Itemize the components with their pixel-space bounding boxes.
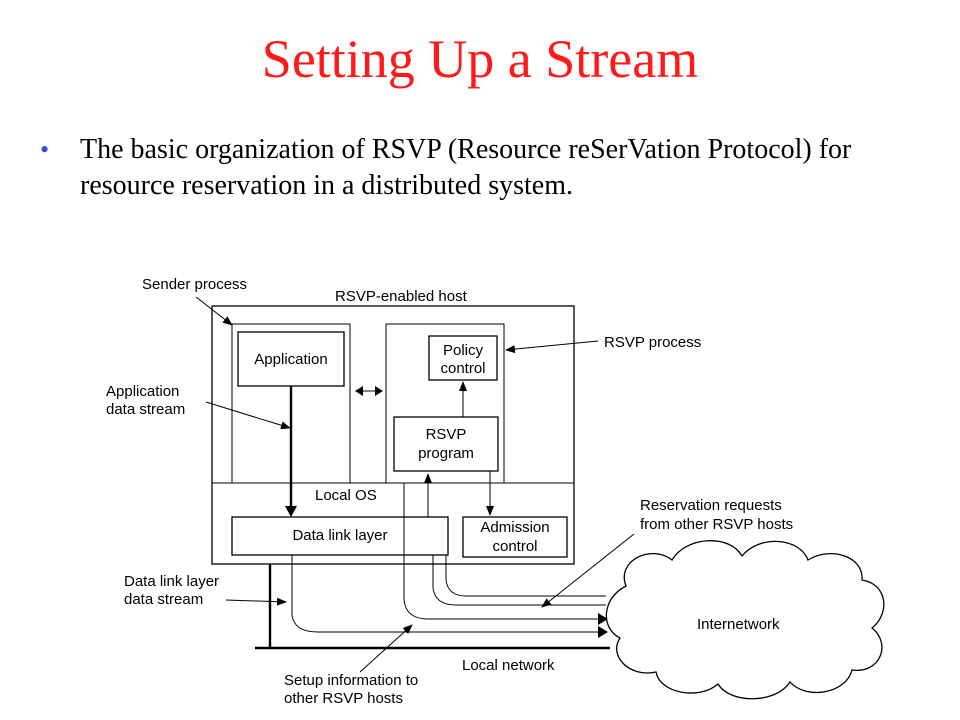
policy-control-label-2: control xyxy=(440,360,485,377)
rsvp-out-path xyxy=(403,483,600,620)
rsvp-program-label-1: RSVP xyxy=(426,426,467,443)
rsvp-program-box xyxy=(393,416,499,472)
app-rsvp-head-right xyxy=(375,386,383,396)
rsvp-in-path xyxy=(432,555,606,606)
bullet-dot-icon: • xyxy=(40,135,50,164)
rsvp-process-box xyxy=(385,323,505,484)
sender-process-label: Sender process xyxy=(142,276,247,293)
sender-process-pointer xyxy=(195,296,233,326)
rsvp-program-label-2: program xyxy=(418,445,474,462)
local-network-label: Local network xyxy=(462,657,555,674)
dll-stream-head xyxy=(598,626,608,638)
setup-info-pointer xyxy=(359,624,413,673)
slide-title: Setting Up a Stream xyxy=(261,29,699,89)
local-os-label: Local OS xyxy=(315,487,377,504)
internetwork-cloud xyxy=(605,540,885,700)
bullet-text: The basic organization of RSVP (Resource… xyxy=(80,134,852,201)
host-label: RSVP-enabled host xyxy=(335,288,468,305)
reservation-requests-label-1: Reservation requests xyxy=(640,497,782,514)
app-stream-pointer xyxy=(205,401,291,430)
dll-stream-label-2: data stream xyxy=(124,591,203,608)
rsvp-process-pointer xyxy=(505,340,599,354)
app-stream-label-1: Application xyxy=(106,383,179,400)
application-label: Application xyxy=(254,351,327,368)
reservation-requests-pointer xyxy=(541,533,635,608)
rsvp-out-head xyxy=(598,613,608,625)
admission-control-label-1: Admission xyxy=(480,519,549,536)
reservation-requests-label-2: from other RSVP hosts xyxy=(640,516,793,533)
policy-control-label-1: Policy xyxy=(443,342,484,359)
setup-info-label-1: Setup information to xyxy=(284,672,418,689)
app-stream-label-2: data stream xyxy=(106,401,185,418)
policy-control-box xyxy=(428,335,498,381)
data-link-layer-box xyxy=(231,516,449,556)
admission-control-box xyxy=(462,516,568,558)
data-link-layer-label: Data link layer xyxy=(292,527,387,544)
app-to-datalink-head xyxy=(285,506,297,517)
dll-stream-label-1: Data link layer xyxy=(124,573,219,590)
setup-info-label-2: other RSVP hosts xyxy=(284,690,403,707)
rsvp-process-label: RSVP process xyxy=(604,334,701,351)
app-rsvp-head-left xyxy=(355,386,363,396)
rsvp-in-path-2 xyxy=(445,555,606,597)
dll-stream-path xyxy=(291,555,600,633)
admission-control-label-2: control xyxy=(492,538,537,555)
internetwork-label: Internetwork xyxy=(697,616,780,633)
dll-stream-pointer xyxy=(225,597,287,606)
